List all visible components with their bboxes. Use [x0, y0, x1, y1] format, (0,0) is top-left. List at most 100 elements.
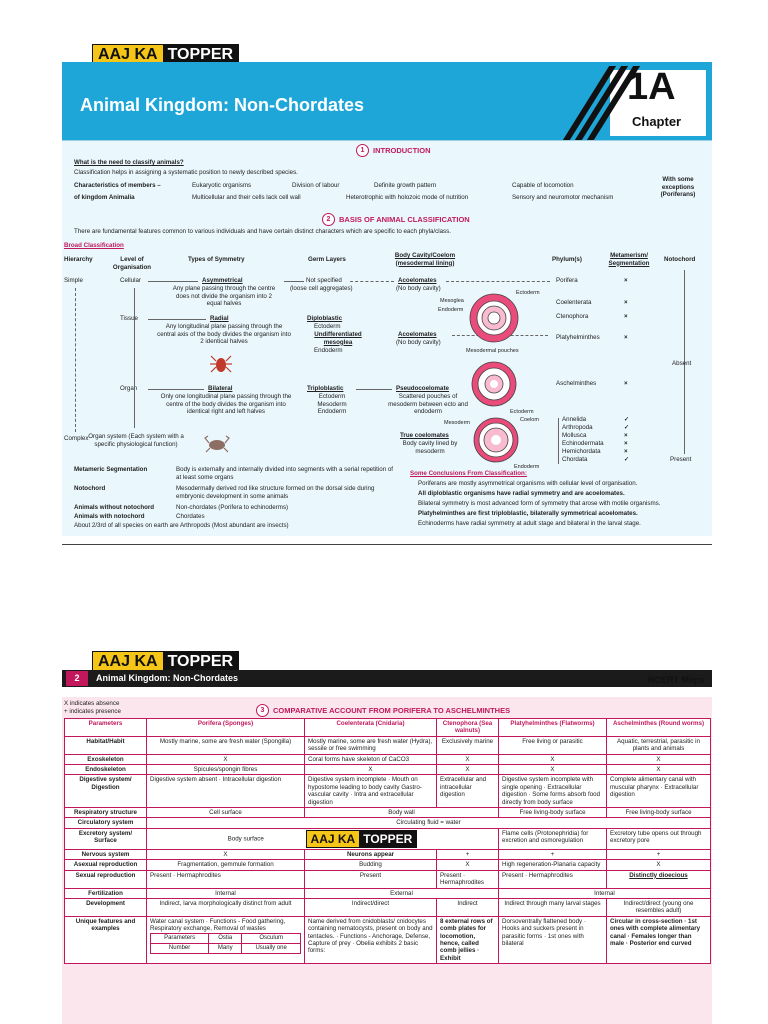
table-row: Nervous system X Neurons appear + + + [64, 848, 711, 861]
table-cell: Fragmentation, gemmule formation [146, 859, 305, 871]
legend-presence: + indicates presence [64, 708, 121, 715]
phylum-item: Echinodermata [562, 440, 604, 447]
ostia-header: Osculum [241, 932, 301, 944]
complex-label: Complex [64, 435, 89, 442]
diagram-label: Mesoglea [440, 298, 464, 304]
table-cell: Coral forms have skeleton of CaCO3 [304, 753, 437, 766]
coelenterate-section-diagram [468, 292, 520, 344]
excretory-text: Body surface [227, 835, 264, 843]
segmentation-mark: × [624, 448, 628, 455]
section-number: 3 [256, 704, 269, 717]
table-cell: Indirect through many larval stages [498, 897, 607, 917]
notochord-present: Present [670, 456, 692, 463]
feature-item: Heterotrophic with holozoic mode of nutr… [346, 194, 469, 201]
phylum-item: Coelenterata [556, 299, 592, 306]
section-number: 1 [356, 144, 369, 157]
sym-radial-desc: Any longitudinal plane passing through t… [157, 323, 291, 346]
table-cell: X [498, 753, 607, 766]
phylum-item: Porifera [556, 277, 578, 284]
table-cell: Internal [146, 887, 305, 899]
col-header: Phylum(s) [552, 256, 582, 263]
row-parameter: Habitat/Habit [64, 735, 147, 755]
diagram-label: Coelom [520, 417, 539, 423]
notochord-line [684, 270, 685, 454]
comparison-table: Parameters Porifera (Sponges) Coelentera… [64, 718, 711, 965]
page-title: Animal Kingdom: Non-Chordates [96, 673, 238, 683]
table-cell: + [606, 848, 711, 861]
section-title: INTRODUCTION [373, 146, 431, 155]
table-cell: Digestive system incomplete · Mouth on h… [304, 774, 437, 809]
table-cell: X [436, 753, 499, 766]
note-desc: Body is externally and internally divide… [176, 466, 394, 481]
pseudocoelom-section-diagram [470, 360, 518, 408]
column-header: Coelenterata (Cnidaria) [304, 718, 437, 737]
brand-logo: AAJ KA TOPPER [92, 44, 240, 66]
table-cell: Body surface AAJ KA TOPPER [146, 827, 499, 850]
crab-icon [204, 434, 230, 454]
ostia-table: Parameters Ostia Osculum Number Many Usu… [149, 932, 301, 955]
table-row: Asexual reproduction Fragmentation, gemm… [64, 859, 711, 871]
table-cell: + [436, 848, 499, 861]
table-cell: Water canal system · Functions - Food ga… [146, 915, 305, 965]
notochord-absent: Absent [672, 360, 692, 367]
table-row: Unique features and examples Water canal… [64, 915, 711, 965]
arrow-line [148, 389, 204, 390]
section-title: COMPARATIVE ACCOUNT FROM PORIFERA TO ASC… [273, 706, 511, 715]
comparative-heading: 3 COMPARATIVE ACCOUNT FROM PORIFERA TO A… [256, 704, 510, 717]
conclusion-item: Poriferans are mostly asymmetrical organ… [418, 480, 638, 487]
segmentation-mark: × [624, 313, 628, 320]
germ-not-specified-desc: (loose cell aggregates) [290, 285, 353, 292]
table-cell: Neurons appear [304, 848, 437, 861]
characteristics-label: Characteristics of members – [74, 182, 161, 189]
conclusions-title: Some Conclusions From Classification: [410, 470, 527, 477]
table-cell: X [498, 764, 607, 776]
table-row: Circulatory system Circulating fluid = w… [64, 817, 711, 829]
table-row: Respiratory structure Cell surface Body … [64, 807, 711, 819]
column-header: Ctenophora (Sea walnuts) [436, 718, 499, 737]
page-number: 2 [66, 671, 88, 686]
arrow-line [350, 281, 394, 282]
column-header: Platyhelminthes (Flatworms) [498, 718, 607, 737]
germ-ectoderm: Ectoderm [314, 323, 341, 330]
exceptions-note: With some exceptions (Poriferans) [660, 176, 696, 199]
table-cell: Digestive system absent · Intracellular … [146, 774, 305, 809]
table-cell: X [606, 859, 711, 871]
phylum-item: Annelida [562, 416, 587, 423]
chapter-number: 1A [627, 66, 676, 108]
diagram-label: Endoderm [514, 464, 540, 470]
phylum-bracket [558, 418, 559, 464]
segmentation-mark: × [624, 299, 628, 306]
diagram-label: Ectoderm [516, 290, 540, 296]
row-parameter: Digestive system/ Digestion [64, 774, 147, 809]
page-divider [62, 544, 712, 545]
phylum-item: Aschelminthes [556, 380, 597, 387]
coelom-section-diagram [472, 416, 520, 464]
hierarchy-arrow [75, 288, 76, 432]
table-cell: Indirect [436, 897, 499, 917]
note-term: Notochord [74, 485, 106, 492]
intro-heading: 1 INTRODUCTION [356, 144, 431, 157]
unique-features-text: Water canal system · Functions - Food ga… [150, 917, 286, 933]
phylum-item: Platyhelminthes [556, 334, 600, 341]
phylum-item: Arthropoda [562, 424, 593, 431]
col-header: Level of Organisation [112, 256, 152, 271]
table-cell: + [498, 848, 607, 861]
table-cell: Present · Hermaphrodites [146, 869, 305, 889]
table-cell: X [146, 848, 305, 861]
diagram-label: Endoderm [438, 307, 464, 313]
table-cell: Mostly marine, some are fresh water (Hyd… [304, 735, 437, 755]
brand-part1: AAJ KA [306, 830, 360, 847]
column-header: Parameters [64, 718, 147, 737]
germ-not-specified: Not specified [306, 277, 342, 284]
table-cell: Free living-body surface [606, 807, 711, 819]
intro-classification: Classification helps in assigning a syst… [74, 169, 298, 176]
table-cell: X [304, 764, 437, 776]
segmentation-mark: × [624, 432, 628, 439]
content-panel [62, 140, 712, 536]
brand-part1: AAJ KA [93, 45, 163, 65]
table-cell: Extracellular and intracellular digestio… [436, 774, 499, 809]
phylum-item: Ctenophora [556, 313, 589, 320]
table-cell: X [436, 764, 499, 776]
phylum-item: Chordata [562, 456, 588, 463]
table-row: Habitat/Habit Mostly marine, some are fr… [64, 735, 711, 755]
